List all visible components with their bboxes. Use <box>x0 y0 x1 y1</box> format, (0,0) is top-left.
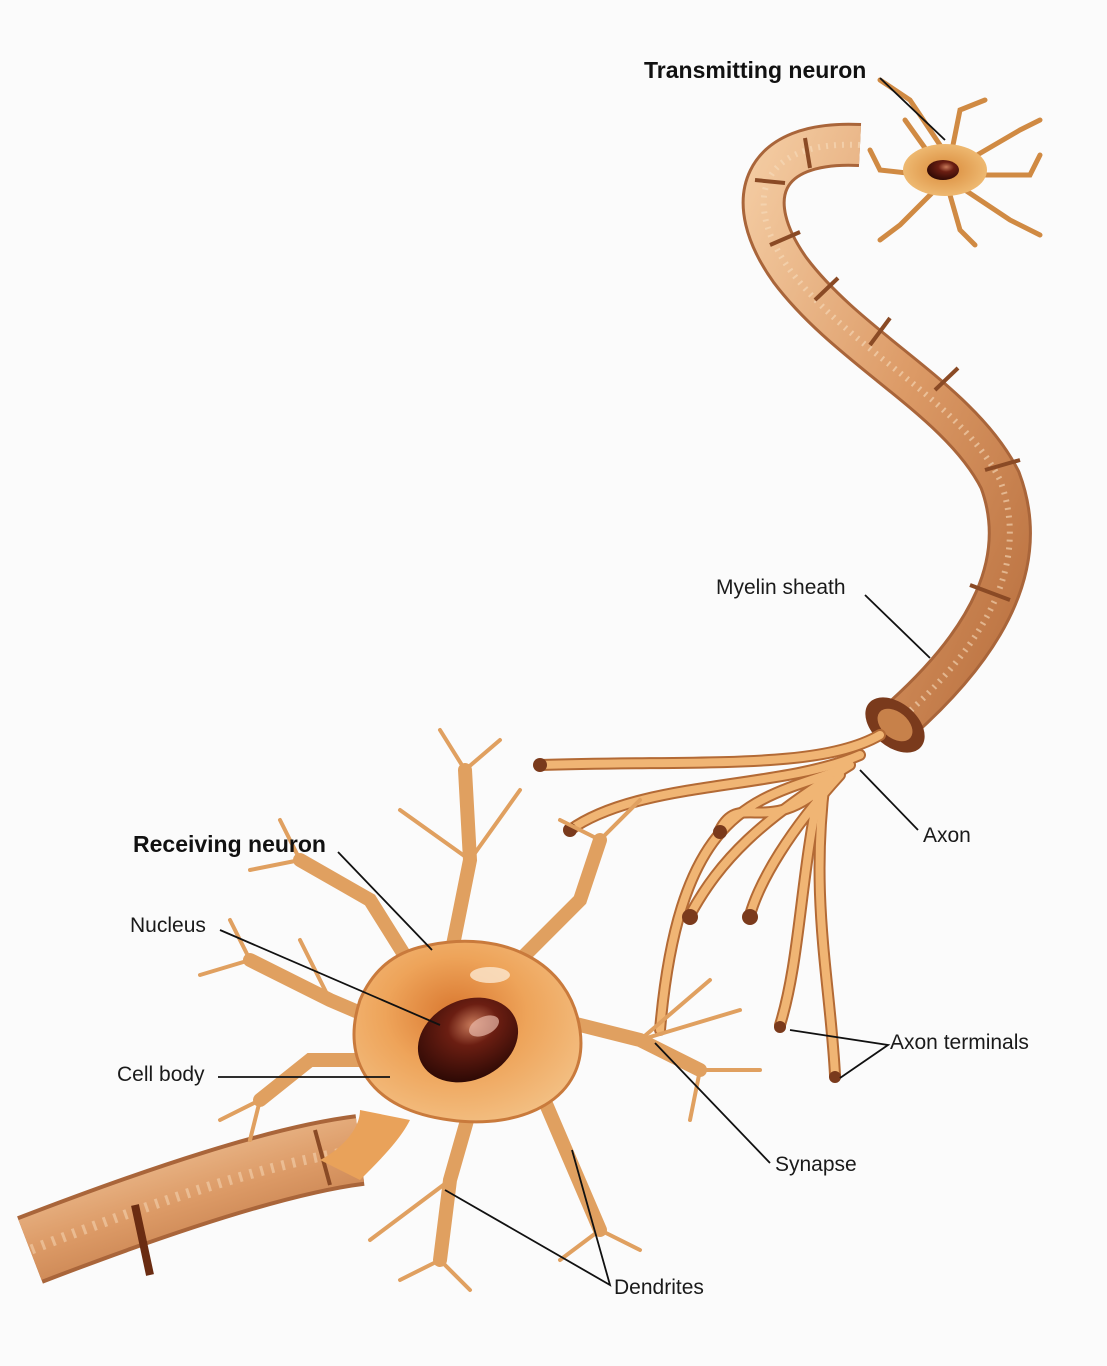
label-axon: Axon <box>923 825 971 846</box>
label-dendrites: Dendrites <box>614 1277 704 1298</box>
label-receiving-neuron: Receiving neuron <box>133 833 326 856</box>
label-axon-terminals: Axon terminals <box>890 1032 1029 1053</box>
label-synapse: Synapse <box>775 1154 857 1175</box>
receiving-cell-body <box>320 941 581 1180</box>
label-myelin-sheath: Myelin sheath <box>716 577 846 598</box>
receiving-axon <box>30 1130 360 1275</box>
leader-dendrites <box>445 1150 610 1285</box>
label-cell-body: Cell body <box>117 1064 205 1085</box>
leader-lines <box>218 78 945 1285</box>
transmitting-cell-body <box>870 80 1040 245</box>
label-transmitting-neuron: Transmitting neuron <box>644 59 866 82</box>
label-nucleus: Nucleus <box>130 915 206 936</box>
leader-synapse <box>655 1043 770 1163</box>
leader-axon <box>860 770 918 830</box>
leader-myelin <box>865 595 930 658</box>
